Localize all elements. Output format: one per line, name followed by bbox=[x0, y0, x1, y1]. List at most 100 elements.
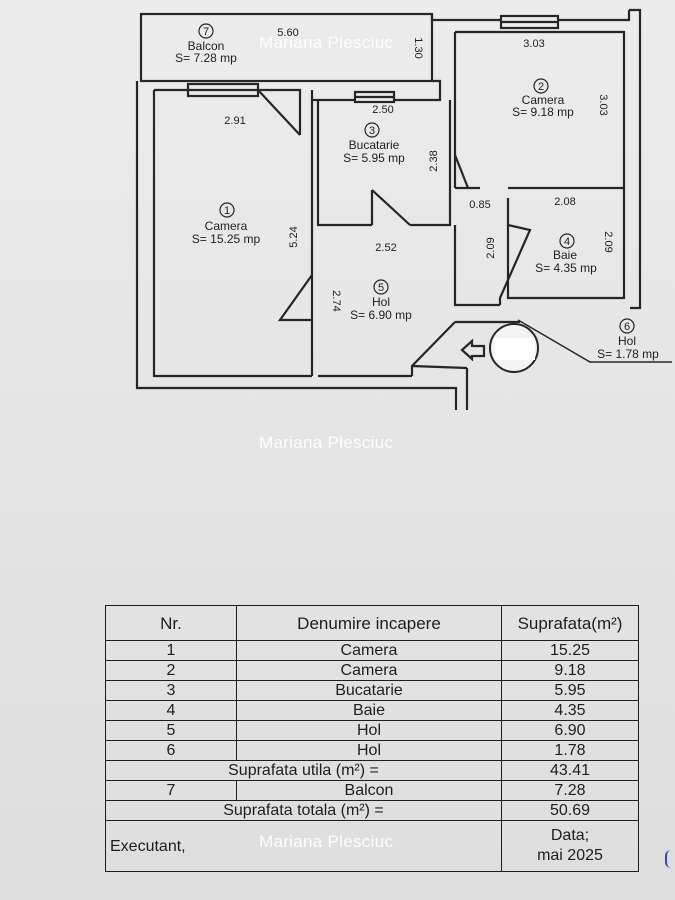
wall-entry-threshold bbox=[411, 364, 468, 370]
dim-camera2-depth: 3.03 bbox=[597, 94, 609, 115]
room-area-bucatarie: S= 5.95 mp bbox=[343, 151, 405, 165]
cell-nr: 6 bbox=[105, 740, 237, 761]
dim-baie-depth-right: 2.09 bbox=[602, 231, 614, 252]
dim-passage: 0.85 bbox=[469, 199, 490, 211]
dim-balcon-width: 5.60 bbox=[277, 27, 298, 39]
date-value: mai 2025 bbox=[537, 847, 603, 864]
cell-nr: 4 bbox=[105, 700, 237, 721]
cell-nr: 3 bbox=[105, 680, 237, 701]
table-row: 5 Hol 6.90 bbox=[105, 720, 639, 741]
dim-camera2-width: 3.03 bbox=[523, 38, 544, 50]
table-row: 2 Camera 9.18 bbox=[105, 660, 639, 681]
room-nr-5: 5 bbox=[378, 282, 384, 294]
wall-kitchen-left bbox=[316, 100, 372, 227]
watermark-middle: Mariana Plesciuc bbox=[259, 433, 394, 452]
door-swing-camera1b bbox=[277, 274, 313, 322]
room-area-camera2: S= 9.18 mp bbox=[512, 105, 574, 119]
door-swing-baie bbox=[498, 223, 532, 305]
wall-kitchen-right bbox=[410, 100, 452, 227]
footer-row: Executant, Data; mai 2025 bbox=[105, 820, 639, 872]
watermark-top: Mariana Plesciuc bbox=[259, 33, 394, 52]
cell-area: 9.18 bbox=[501, 660, 639, 681]
header-nr: Nr. bbox=[105, 605, 237, 641]
door-swing-kitchen bbox=[371, 189, 411, 226]
wall-baie bbox=[506, 186, 626, 300]
cell-nr: 7 bbox=[105, 780, 237, 801]
cell-nr: 1 bbox=[105, 640, 237, 661]
table-row: 4 Baie 4.35 bbox=[105, 700, 639, 721]
dim-baie-depth-left: 2.09 bbox=[485, 237, 497, 258]
cell-area: 1.78 bbox=[501, 740, 639, 761]
room-area-balcon: S= 7.28 mp bbox=[175, 51, 237, 65]
wall-balcon bbox=[139, 12, 434, 83]
room-name-bucatarie: Bucatarie bbox=[349, 138, 400, 152]
room-area-baie: S= 4.35 mp bbox=[535, 261, 597, 275]
pen-mark bbox=[665, 850, 675, 868]
wall-camera2 bbox=[455, 30, 626, 188]
wall-top-camera1b bbox=[258, 88, 302, 135]
dim-bucatarie-width: 2.50 bbox=[372, 104, 393, 116]
room-name-balcon: Balcon bbox=[188, 39, 225, 53]
dim-hol-depth: 2.74 bbox=[330, 290, 342, 311]
wall-top-kitchen-b bbox=[394, 79, 442, 102]
cell-area: 7.28 bbox=[501, 780, 639, 801]
dim-bucatarie-depth: 2.38 bbox=[428, 150, 440, 171]
watermark-bottom: Mariana Plesciuc bbox=[259, 832, 394, 851]
header-area: Suprafata(m²) bbox=[501, 605, 639, 641]
dim-camera1-width: 2.91 bbox=[224, 115, 245, 127]
redaction-box bbox=[495, 338, 535, 360]
cell-name: Hol bbox=[236, 740, 502, 761]
dim-camera1-depth: 5.24 bbox=[288, 226, 300, 247]
room-marker-4 bbox=[559, 233, 575, 249]
table-row: 6 Hol 1.78 bbox=[105, 740, 639, 761]
room-marker-6 bbox=[619, 318, 635, 334]
cell-name: Bucatarie bbox=[236, 680, 502, 701]
total-area-value: 50.69 bbox=[501, 800, 639, 821]
useful-area-value: 43.41 bbox=[501, 760, 639, 781]
room-name-camera1: Camera bbox=[205, 219, 248, 233]
wall-outer-right bbox=[629, 8, 642, 310]
room-area-camera1: S= 15.25 mp bbox=[192, 232, 261, 246]
room-marker-2 bbox=[533, 78, 549, 94]
dim-balcon-depth: 1.30 bbox=[412, 37, 424, 58]
cell-name: Camera bbox=[236, 660, 502, 681]
room-nr-4: 4 bbox=[564, 236, 570, 248]
table-header-row: Nr. Denumire incapere Suprafata(m²) bbox=[105, 605, 639, 641]
header-name: Denumire incapere bbox=[236, 605, 502, 641]
room-name-hol5: Hol bbox=[372, 295, 390, 309]
total-area-label: Suprafata totala (m²) = bbox=[105, 800, 502, 821]
door-swing-camera2 bbox=[453, 154, 470, 189]
room-nr-1: 1 bbox=[224, 205, 230, 217]
wall-inner-left bbox=[152, 90, 312, 378]
dim-hol-width: 2.52 bbox=[375, 242, 396, 254]
wall-outer-left bbox=[135, 81, 458, 410]
door-swing-camera1 bbox=[257, 89, 301, 136]
room-marker-1 bbox=[219, 202, 235, 218]
entry-arrow-icon bbox=[460, 338, 486, 362]
executant-cell: Executant, bbox=[105, 820, 502, 872]
rooms-table: Nr. Denumire incapere Suprafata(m²) 1 Ca… bbox=[105, 605, 639, 872]
useful-area-label: Suprafata utila (m²) = bbox=[105, 760, 502, 781]
cell-name: Baie bbox=[236, 700, 502, 721]
executant-label: Executant, bbox=[110, 837, 186, 855]
dim-baie-width: 2.08 bbox=[554, 196, 575, 208]
date-cell: Data; mai 2025 bbox=[501, 820, 639, 872]
table-row: 1 Camera 15.25 bbox=[105, 640, 639, 661]
date-label: Data; bbox=[550, 827, 590, 844]
total-area-row: Suprafata totala (m²) = 50.69 bbox=[105, 800, 639, 821]
cell-area: 6.90 bbox=[501, 720, 639, 741]
room-nr-7: 7 bbox=[203, 26, 209, 38]
useful-area-row: Suprafata utila (m²) = 43.41 bbox=[105, 760, 639, 781]
room-nr-2: 2 bbox=[538, 81, 544, 93]
leader-line-hol6 bbox=[517, 319, 672, 363]
floor-plan: 7 Balcon S= 7.28 mp 2 Camera S= 9.18 mp … bbox=[135, 8, 672, 410]
wall-hol-right bbox=[453, 225, 500, 307]
room-marker-3 bbox=[364, 122, 380, 138]
cell-area: 5.95 bbox=[501, 680, 639, 701]
wall-top-right-a bbox=[430, 14, 501, 22]
room-area-hol5: S= 6.90 mp bbox=[350, 308, 412, 322]
room-marker-5 bbox=[373, 279, 389, 295]
cell-name: Camera bbox=[236, 640, 502, 661]
room-nr-6: 6 bbox=[624, 321, 630, 333]
